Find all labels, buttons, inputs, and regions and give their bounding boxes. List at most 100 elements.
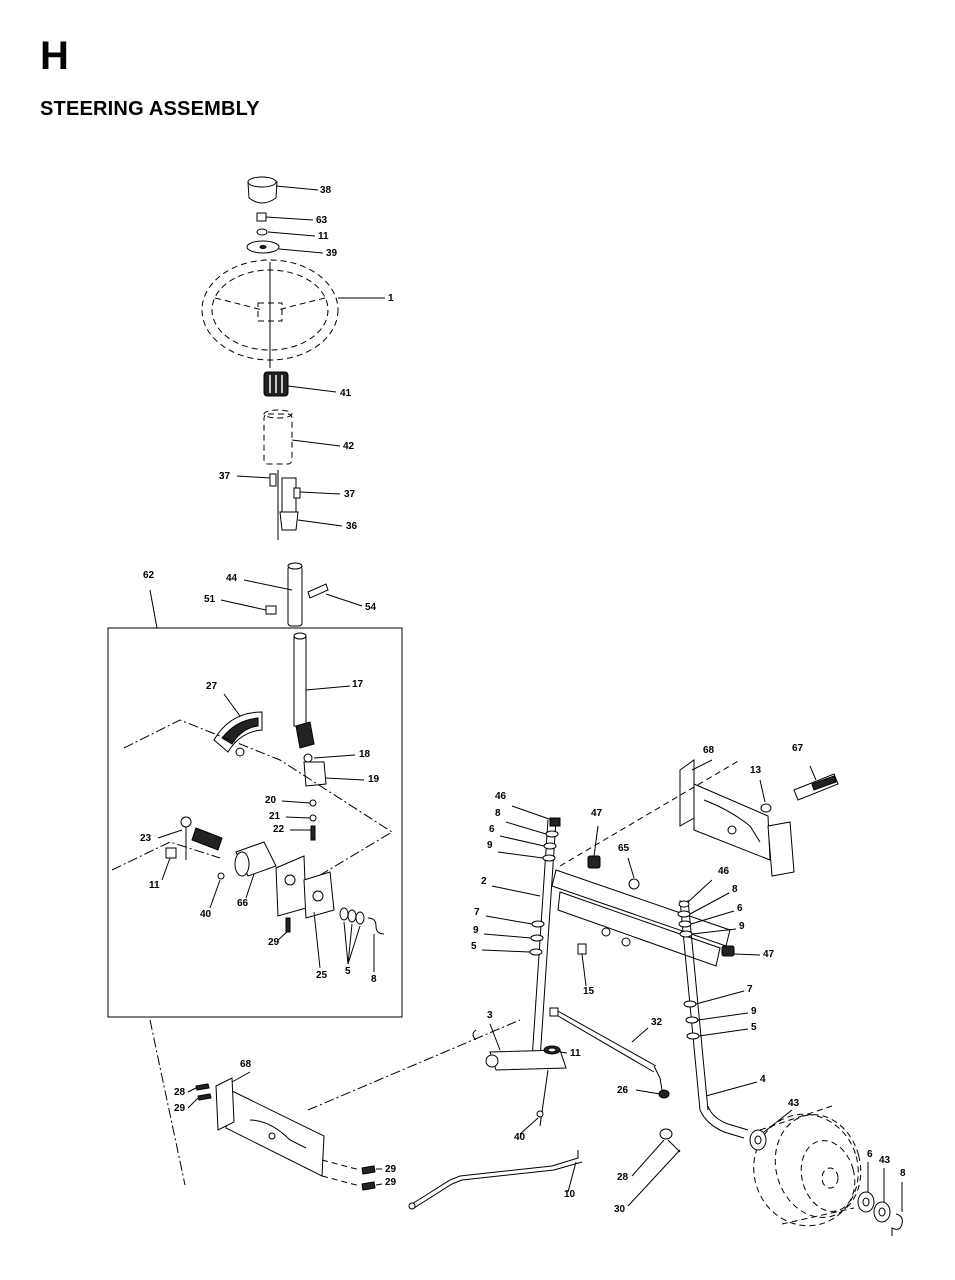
callout-c23: 23: [140, 833, 152, 844]
callout-c1: 1: [388, 293, 394, 304]
callout-c46a: 46: [495, 791, 507, 802]
callout-c5a: 5: [345, 966, 351, 977]
callout-c3: 3: [487, 1010, 493, 1021]
callout-c66: 66: [237, 898, 249, 909]
kit-box-62: [107, 627, 403, 1018]
callout-c63: 63: [316, 215, 328, 226]
callout-c25: 25: [316, 970, 328, 981]
bolt-40-arm: [519, 1069, 549, 1135]
pin-8-kit: [367, 917, 385, 972]
callout-c40b: 40: [514, 1132, 526, 1143]
callout-c36: 36: [346, 521, 358, 532]
callout-c11c: 11: [570, 1048, 581, 1059]
callout-c10: 10: [564, 1189, 576, 1200]
drag-link-10: [408, 1150, 583, 1210]
callout-c39: 39: [326, 248, 338, 259]
callout-c8d: 8: [900, 1168, 906, 1179]
callout-c28a: 28: [174, 1087, 186, 1098]
sector-gear-27: [213, 693, 263, 757]
washer-11: [256, 228, 316, 237]
callout-c8a: 8: [371, 974, 377, 985]
washer-11-arm: [543, 1045, 568, 1055]
callout-c17: 17: [352, 679, 364, 690]
callout-c67: 67: [792, 743, 804, 754]
bolts-29-lower: [321, 1159, 383, 1191]
callout-c8b: 8: [495, 808, 501, 819]
callout-c11b: 11: [149, 880, 160, 891]
tie-rod-32: [549, 1007, 663, 1091]
callout-c9d: 9: [751, 1006, 757, 1017]
callout-c29d: 29: [385, 1177, 397, 1188]
callout-c5b: 5: [471, 941, 477, 952]
callout-c46b: 46: [718, 866, 730, 877]
front-axle-65: [551, 759, 741, 967]
bolt-67: [793, 765, 839, 801]
callout-c42: 42: [343, 441, 355, 452]
callout-c29b: 29: [174, 1103, 186, 1114]
front-wheel: [753, 1105, 862, 1227]
adapter-41: [263, 371, 337, 397]
bolt-54: [307, 583, 363, 607]
section-letter: H: [40, 34, 69, 78]
shaft-44: [243, 562, 303, 627]
callout-c13: 13: [750, 765, 762, 776]
callout-c40a: 40: [200, 909, 212, 920]
callout-c19: 19: [368, 774, 380, 785]
callout-c9a: 9: [487, 840, 493, 851]
bracket-68-right: [679, 759, 795, 877]
spindle-4-right: [677, 879, 758, 1139]
callout-c41: 41: [340, 388, 352, 399]
callout-c51: 51: [204, 594, 216, 605]
callout-c9c: 9: [473, 925, 479, 936]
steering-arm-3: [472, 1023, 567, 1071]
callout-c6a: 6: [489, 824, 495, 835]
callout-c68a: 68: [703, 745, 715, 756]
callout-c20: 20: [265, 795, 277, 806]
callout-c47b: 47: [763, 949, 775, 960]
callout-c32: 32: [651, 1017, 663, 1028]
callout-c38: 38: [320, 185, 332, 196]
washer-43-upper: [749, 1109, 793, 1151]
callout-c29c: 29: [385, 1164, 397, 1175]
steering-wheel-1: [201, 259, 385, 368]
callout-c8c: 8: [732, 884, 738, 895]
callout-c47a: 47: [591, 808, 603, 819]
callout-c7b: 7: [747, 984, 753, 995]
callout-c21: 21: [269, 811, 281, 822]
bracket-25: [275, 855, 335, 969]
bolt-30: [627, 1149, 681, 1207]
callout-c2: 2: [481, 876, 487, 887]
callout-c7a: 7: [474, 907, 480, 918]
steering-shaft-17: [293, 632, 351, 749]
parts-20-21-22: [281, 799, 317, 841]
callout-c9b: 9: [739, 921, 745, 932]
callout-c62: 62: [143, 570, 155, 581]
callout-c29a: 29: [268, 937, 280, 948]
callout-c4: 4: [760, 1074, 766, 1085]
washers-5: [339, 907, 365, 965]
bolt-37-right: [293, 487, 341, 499]
pivot-23: [157, 816, 223, 860]
callout-c27: 27: [206, 681, 218, 692]
nut-63: [256, 212, 314, 222]
callout-c11a: 11: [318, 231, 329, 242]
bolt-40-kit: [209, 872, 225, 909]
page-title: STEERING ASSEMBLY: [40, 98, 260, 120]
fitting-26: [635, 1089, 670, 1099]
callout-c43a: 43: [788, 1098, 800, 1109]
callout-c68b: 68: [240, 1059, 252, 1070]
callout-c44: 44: [226, 573, 238, 584]
bracket-19: [303, 753, 365, 787]
callout-c18: 18: [359, 749, 371, 760]
cap-38: [247, 176, 319, 204]
spindle-2-left: [481, 805, 561, 1061]
callout-c43b: 43: [879, 1155, 891, 1166]
hub-parts-6-43-8: [857, 1162, 903, 1236]
nut-11-kit: [161, 847, 177, 881]
bolt-37-left: [236, 473, 277, 487]
callout-c28b: 28: [617, 1172, 629, 1183]
callout-c22: 22: [273, 824, 285, 835]
washer-13: [759, 779, 772, 813]
callout-c6c: 6: [867, 1149, 873, 1160]
washer-28-lower: [631, 1128, 681, 1177]
